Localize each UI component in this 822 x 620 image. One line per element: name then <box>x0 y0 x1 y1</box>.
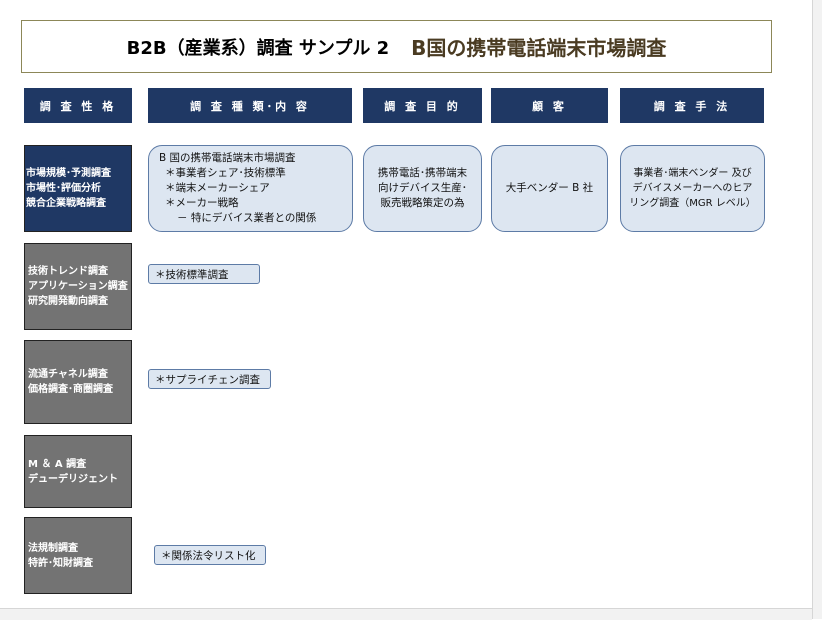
content-line: B 国の携帯電話端末市場調査 <box>159 152 296 164</box>
category-line: 法規制調査 <box>28 542 78 554</box>
window-right-edge <box>812 0 822 619</box>
content-line: ＊事業者シェア･技術標準 <box>165 167 286 179</box>
category-distribution-research: 流通チャネル調査 価格調査･商圏調査 <box>24 340 132 424</box>
purpose-line: 携帯電話･携帯端末 <box>377 167 468 179</box>
content-line: － 特にデバイス業者との関係 <box>177 212 317 224</box>
tag-regulation-list: ＊関係法令リスト化 <box>154 545 266 565</box>
customer-line: 大手ベンダー B 社 <box>505 182 594 194</box>
header-research-purpose: 調 査 目 的 <box>363 88 482 123</box>
category-line: 市場性･評価分析 <box>26 183 101 194</box>
window-bottom-edge <box>0 608 812 620</box>
category-market-research: 市場規模･予測調査 市場性･評価分析 競合企業戦略調査 <box>24 145 132 232</box>
category-line: 流通チャネル調査 <box>28 369 108 380</box>
customer-bubble: 大手ベンダー B 社 <box>491 145 608 232</box>
method-line: 事業者･端末ベンダー 及び <box>633 168 752 179</box>
purpose-line: 向けデバイス生産･ <box>378 182 467 194</box>
method-line: リング調査（MGR レベル） <box>629 198 756 209</box>
category-ma-research: M ＆ A 調査 デューデリジェント <box>24 435 132 508</box>
category-regulation-research: 法規制調査 特許･知財調査 <box>24 517 132 594</box>
header-research-content: 調 査 種 類･内 容 <box>148 88 352 123</box>
tag-supply-chain: ＊サプライチェン調査 <box>148 369 271 389</box>
category-line: 市場規模･予測調査 <box>26 168 111 179</box>
category-line: デューデリジェント <box>28 473 118 485</box>
title-sub: B国の携帯電話端末市場調査 <box>411 36 667 60</box>
tag-technology-standard: ＊技術標準調査 <box>148 264 260 284</box>
research-method-bubble: 事業者･端末ベンダー 及び デバイスメーカーへのヒア リング調査（MGR レベル… <box>620 145 765 232</box>
research-purpose-bubble: 携帯電話･携帯端末 向けデバイス生産･ 販売戦略策定の為 <box>363 145 482 232</box>
category-line: 価格調査･商圏調査 <box>28 384 113 395</box>
category-line: M ＆ A 調査 <box>28 458 87 470</box>
purpose-line: 販売戦略策定の為 <box>380 197 465 209</box>
header-research-type: 調 査 性 格 <box>24 88 132 123</box>
category-line: 特許･知財調査 <box>28 557 93 569</box>
content-line: ＊メーカー戦略 <box>165 197 239 209</box>
category-line: 競合企業戦略調査 <box>26 198 106 209</box>
title-main: B2B（産業系）調査 サンプル 2 <box>126 37 390 59</box>
header-customer: 顧 客 <box>491 88 608 123</box>
category-line: アプリケーション調査 <box>28 281 128 292</box>
header-research-method: 調 査 手 法 <box>620 88 764 123</box>
method-line: デバイスメーカーへのヒア <box>632 183 753 194</box>
category-line: 研究開発動向調査 <box>28 296 108 307</box>
category-line: 技術トレンド調査 <box>28 266 108 277</box>
category-technology-research: 技術トレンド調査 アプリケーション調査 研究開発動向調査 <box>24 243 132 330</box>
title-box: B2B（産業系）調査 サンプル 2 B国の携帯電話端末市場調査 <box>21 20 772 73</box>
research-content-bubble: B 国の携帯電話端末市場調査 ＊事業者シェア･技術標準 ＊端末メーカーシェア ＊… <box>148 145 353 232</box>
content-line: ＊端末メーカーシェア <box>165 182 270 194</box>
